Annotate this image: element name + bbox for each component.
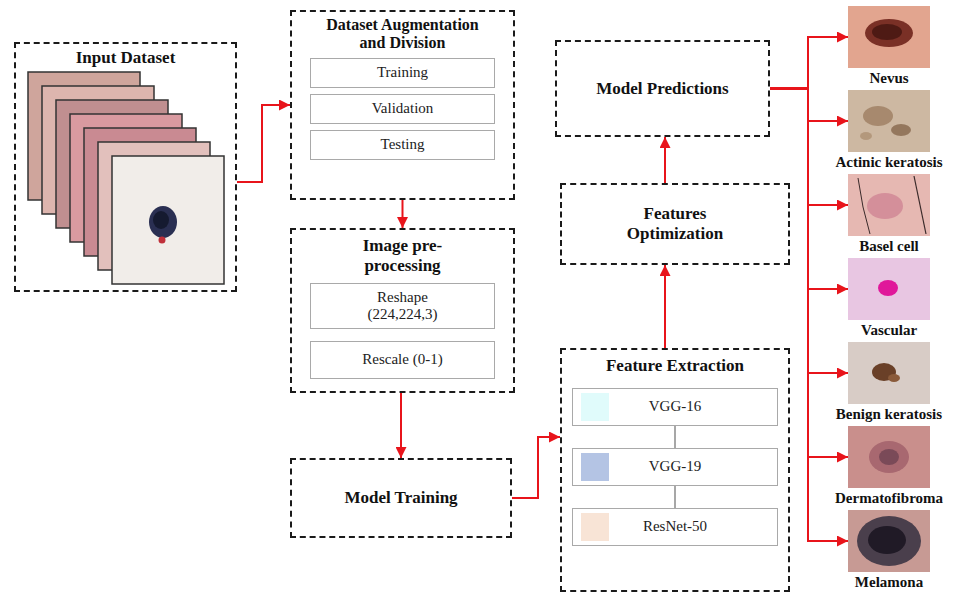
lesion — [860, 132, 872, 140]
process-box: Model Predictions — [555, 40, 770, 137]
model-box: ResNet-50 — [572, 508, 778, 546]
box-title: Feature Extraction — [570, 356, 780, 376]
lesion — [149, 206, 177, 238]
process-box: VGG-16VGG-19ResNet-50 Feature Extraction — [560, 348, 790, 592]
lesion — [153, 211, 169, 229]
model-box: VGG-19 — [572, 448, 778, 486]
class-label: Dermatofibroma — [809, 490, 966, 507]
step-label: Testing — [381, 136, 425, 153]
lesion-spot — [159, 237, 166, 244]
skin-image — [848, 426, 930, 488]
link-line — [674, 426, 676, 448]
model-label: VGG-16 — [649, 398, 702, 415]
flow-arrow — [402, 200, 404, 228]
class-images — [848, 6, 930, 572]
class-label: Nevus — [809, 70, 966, 87]
class-label: Melamona — [809, 574, 966, 591]
box-title: Input Dataset — [26, 48, 226, 68]
class-label: Basel cell — [809, 238, 966, 255]
box-title: Image pre-processing — [348, 236, 458, 275]
lesion-image: Melamona — [848, 510, 930, 572]
color-swatch — [581, 513, 609, 541]
skin-image — [848, 510, 930, 572]
lesion-image: Vascular — [848, 258, 930, 320]
step-box: Training — [310, 58, 495, 88]
model-label: ResNet-50 — [643, 518, 707, 535]
skin-image — [848, 174, 930, 236]
lesion-image: Nevus — [848, 6, 930, 68]
skin-image — [848, 258, 930, 320]
flow-arrow — [400, 393, 402, 458]
model-label: VGG-19 — [649, 458, 702, 475]
flow-arrow — [664, 137, 666, 183]
skin-image — [848, 90, 930, 152]
lesion — [867, 193, 903, 219]
sample-card — [112, 156, 224, 284]
box-title: Model Training — [344, 488, 457, 508]
step-label: Validation — [372, 100, 434, 117]
box-title: Features Optimization — [615, 204, 735, 243]
lesion — [863, 106, 893, 126]
lesion — [891, 124, 911, 136]
color-swatch — [581, 453, 609, 481]
lesion — [865, 19, 913, 47]
box-title: Dataset Augmentation and Division — [314, 16, 492, 53]
color-swatch — [581, 393, 609, 421]
process-box: Model Training — [290, 458, 512, 538]
lesion — [879, 449, 899, 465]
flow-arrow — [770, 37, 848, 89]
lesion-image: Dermatofibroma — [848, 426, 930, 488]
link-line — [674, 486, 676, 508]
process-box: Reshape (224,224,3) Rescale (0-1) Image pr… — [290, 228, 515, 393]
flow-arrow — [237, 105, 290, 182]
step-box: Testing — [310, 130, 495, 160]
process-box: TrainingValidationTesting Dataset Augment… — [290, 10, 515, 200]
skin-image — [848, 342, 930, 404]
class-label: Actinic keratosis — [809, 154, 966, 171]
hair — [914, 176, 926, 234]
step-box: Reshape (224,224,3) — [310, 283, 495, 329]
lesion — [872, 24, 902, 40]
step-label: Rescale (0-1) — [362, 351, 442, 368]
step-box: Validation — [310, 94, 495, 124]
skin-image — [848, 6, 930, 68]
box-title: Model Predictions — [596, 79, 728, 99]
lesion — [878, 280, 898, 296]
step-box: Rescale (0-1) — [310, 341, 495, 379]
hair — [858, 178, 870, 234]
process-box: Features Optimization — [560, 183, 790, 265]
step-label: Reshape (224,224,3) — [355, 289, 450, 324]
lesion — [868, 526, 906, 554]
class-label: Vascular — [809, 322, 966, 339]
flow-arrow — [512, 437, 560, 498]
lesion-image: Actinic keratosis — [848, 90, 930, 152]
image-stack — [28, 72, 224, 284]
lesion — [869, 441, 909, 473]
lesion — [857, 516, 921, 566]
process-box: Input Dataset — [14, 42, 237, 292]
lesion-image: Benign keratosis — [848, 342, 930, 404]
lesion-image: Basel cell — [848, 174, 930, 236]
step-label: Training — [377, 64, 428, 81]
lesion — [888, 374, 900, 382]
class-label: Benign keratosis — [809, 406, 966, 423]
model-box: VGG-16 — [572, 388, 778, 426]
flow-arrow — [664, 265, 666, 348]
